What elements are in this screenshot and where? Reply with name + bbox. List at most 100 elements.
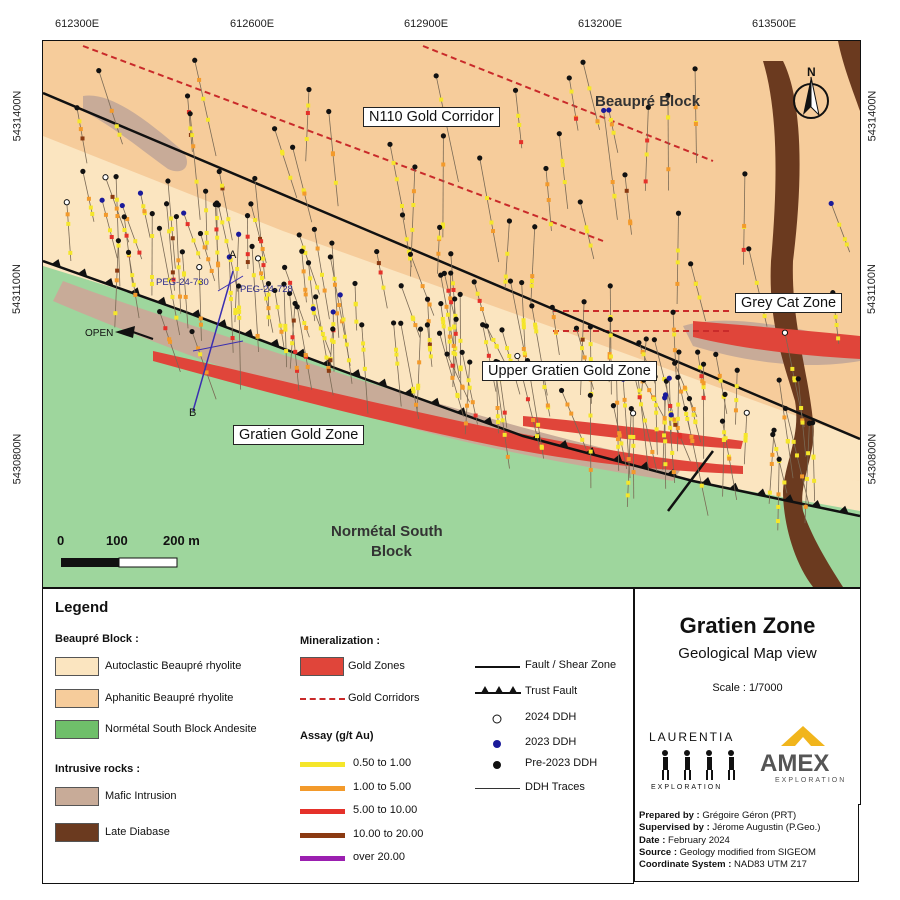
assay-interval — [587, 86, 592, 91]
ddh-collar — [573, 325, 580, 331]
assay-interval — [463, 421, 468, 426]
amex-logo-subtext: EXPLORATION — [775, 777, 847, 784]
assay-swatch — [300, 809, 345, 814]
assay-interval — [679, 389, 684, 394]
assay-interval — [306, 103, 311, 108]
assay-interval — [675, 248, 680, 253]
ddh-collar — [514, 352, 521, 360]
ddh-collar — [236, 231, 242, 237]
ddh-trace — [748, 248, 768, 327]
assay-interval — [562, 180, 567, 185]
credit-row: Source : Geology modified from SIGEOM — [639, 847, 854, 859]
assay-interval — [308, 276, 313, 281]
assay-interval — [170, 270, 175, 275]
ddh-2023-icon — [493, 740, 501, 748]
ddh-collar — [665, 92, 671, 98]
assay-interval — [198, 352, 203, 357]
assay-interval — [198, 316, 203, 321]
ddh-collar — [441, 270, 447, 276]
assay-interval — [585, 229, 590, 234]
assay-interval — [376, 261, 381, 266]
legend-mafic: Mafic Intrusion — [105, 790, 177, 802]
assay-interval — [580, 337, 585, 342]
assay-interval — [315, 285, 320, 290]
assay-interval — [303, 353, 308, 358]
assay-interval — [654, 410, 659, 415]
assay-interval — [503, 279, 508, 284]
ddh-collar — [587, 324, 593, 330]
assay-interval — [427, 342, 432, 347]
assay-interval — [214, 216, 219, 221]
assay-interval — [672, 348, 677, 353]
assay-interval — [507, 354, 512, 359]
assay-interval — [546, 197, 551, 202]
map-canvas — [43, 41, 860, 587]
assay-interval — [170, 294, 175, 299]
scalebar-black-segment — [61, 558, 119, 567]
assay-interval — [133, 239, 138, 244]
ddh-collar — [214, 200, 220, 206]
ddh-collar — [692, 66, 698, 72]
ddh-collar — [607, 316, 613, 322]
ddh-collar — [417, 326, 424, 332]
assay-interval — [834, 322, 839, 327]
ddh-collar — [115, 238, 121, 244]
ddh-trace — [274, 128, 298, 198]
legend-ddh-pre2023: Pre-2023 DDH — [525, 757, 598, 769]
ddh-collar — [662, 395, 668, 401]
assay-interval — [441, 324, 446, 329]
assay-interval — [693, 420, 698, 425]
assay-interval — [569, 89, 574, 94]
ddh-trace — [459, 294, 462, 400]
assay-interval — [326, 366, 331, 371]
ddh-trace — [274, 290, 285, 348]
ddh-trace — [205, 191, 208, 251]
assay-interval — [608, 117, 613, 122]
assay-interval — [833, 314, 838, 319]
ddh-collar — [184, 93, 191, 99]
ddh-trace — [665, 381, 676, 483]
credit-value: Grégoire Géron (PRT) — [702, 810, 797, 821]
ddh-collar — [125, 249, 132, 256]
geological-map[interactable]: N110 Gold Corridor Grey Cat Zone Upper G… — [42, 40, 861, 588]
assay-interval — [449, 300, 454, 305]
ddh-collar — [587, 392, 593, 398]
assay-interval — [743, 438, 748, 443]
assay-interval — [701, 385, 706, 390]
assay-interval — [769, 461, 774, 466]
assay-interval — [460, 384, 465, 389]
coord-left-5430800: 5430800N — [11, 433, 24, 485]
assay-interval — [68, 250, 73, 255]
assay-interval — [662, 420, 667, 425]
assay-interval — [441, 162, 446, 167]
assay-interval — [682, 385, 687, 390]
ddh-collar — [305, 260, 312, 266]
legend-ddh-2024: 2024 DDH — [525, 711, 577, 723]
assay-interval — [800, 418, 805, 423]
assay-interval — [110, 194, 115, 199]
ddh-collar — [96, 68, 102, 74]
assay-interval — [612, 194, 617, 199]
ddh-trace — [452, 298, 456, 388]
assay-interval — [437, 235, 442, 240]
assay-interval — [675, 425, 680, 430]
assay-interval — [304, 325, 309, 330]
coord-left-5431400: 5431400N — [11, 90, 24, 142]
assay-label: 0.50 to 1.00 — [353, 757, 412, 769]
assay-interval — [675, 416, 680, 421]
assay-interval — [439, 97, 444, 102]
assay-interval — [565, 402, 570, 407]
map-title: Gratien Zone — [679, 613, 816, 638]
ddh-trace — [305, 89, 310, 162]
assay-interval — [209, 268, 214, 273]
thrust-tooth — [756, 488, 767, 497]
ddh-collar — [440, 133, 447, 139]
assay-interval — [288, 175, 293, 180]
assay-interval — [458, 367, 463, 372]
assay-interval — [617, 431, 622, 436]
assay-interval — [414, 402, 419, 407]
ddh-collar — [216, 168, 222, 175]
legend-beaupre-header: Beaupré Block : — [55, 633, 139, 645]
assay-interval — [228, 257, 233, 262]
assay-interval — [503, 274, 508, 279]
